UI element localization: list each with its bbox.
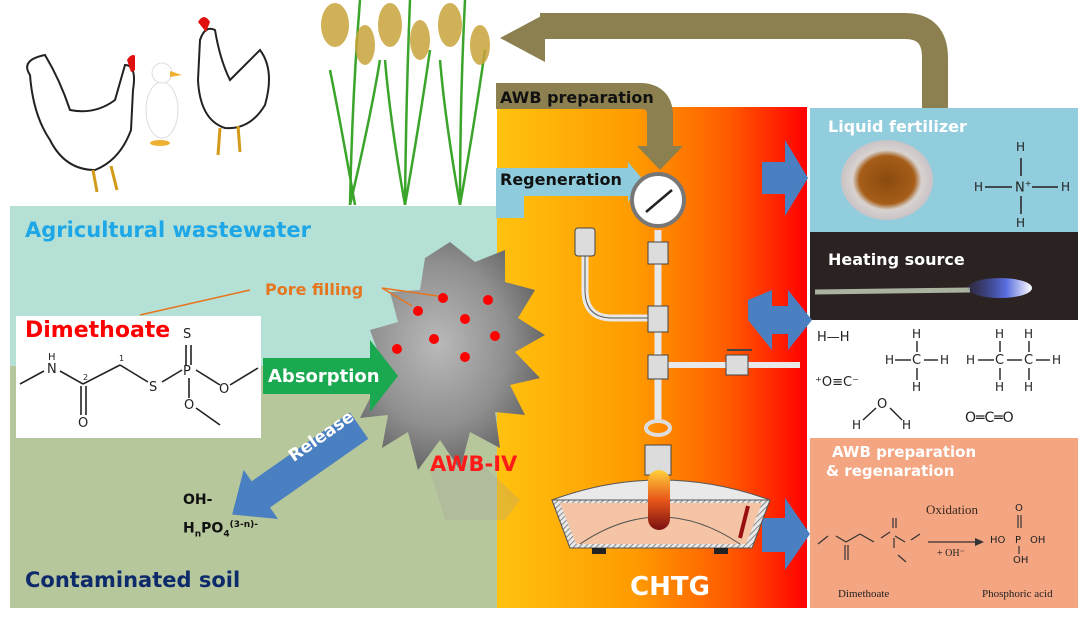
liquid-fertilizer-title: Liquid fertilizer — [828, 117, 967, 136]
atom-s-double: S — [183, 327, 192, 342]
pore-leader-line — [139, 289, 251, 316]
dimethoate-skeleton — [19, 345, 259, 426]
regeneration-panel — [810, 438, 1078, 608]
atom-n: N — [47, 362, 57, 377]
gas-products-panel — [810, 320, 1078, 438]
awb-preparation-label: AWB preparation — [500, 88, 654, 107]
oxidation-arrowhead — [975, 538, 984, 546]
atom-o-carbonyl: O — [78, 416, 89, 431]
regeneration-arrow — [496, 162, 645, 218]
phosphoric-oh: OH — [1030, 535, 1046, 546]
duck-image — [140, 55, 185, 150]
phosphoric-p: P — [1015, 535, 1022, 546]
ethane-h: H — [966, 353, 976, 367]
regen-title-line2: & regenaration — [826, 462, 955, 480]
wastewater-label: Agricultural wastewater — [25, 218, 312, 242]
ethane-c: C — [1024, 353, 1034, 368]
release-arrow — [232, 412, 369, 519]
soil-label: Contaminated soil — [25, 568, 241, 592]
reactor-apparatus — [551, 172, 800, 554]
atom-p: P — [183, 364, 191, 379]
fertilizer-cup-image — [841, 140, 933, 220]
ethane-h: H — [995, 327, 1005, 341]
product-name: Phosphoric acid — [982, 588, 1053, 600]
dimethoate-title: Dimethoate — [25, 318, 171, 343]
to-regeneration-arrow — [762, 498, 810, 570]
atom-locant-1: 1 — [119, 354, 125, 363]
pore-filling-label: Pore filling — [265, 280, 364, 299]
hydroxide-reagent: + OH⁻ — [937, 548, 965, 559]
water-h: H — [852, 418, 862, 432]
water-h: H — [902, 418, 912, 432]
adsorbate-dots — [392, 293, 500, 362]
methane-h: H — [940, 353, 950, 367]
hen-image — [190, 10, 275, 160]
methane-h: H — [885, 353, 895, 367]
hydrogen-molecule: H—H — [817, 330, 850, 345]
regen-reaction-skeleton — [817, 515, 1022, 563]
ethane-h: H — [995, 380, 1005, 394]
ethane-h: H — [1052, 353, 1062, 367]
pore-arrows — [381, 287, 439, 307]
heating-exchange-arrow — [748, 290, 812, 350]
atom-nh: H — [48, 352, 56, 363]
ammonium-h-right: H — [1061, 180, 1071, 194]
phosphoric-oh: OH — [1013, 555, 1029, 566]
atom-o1: O — [219, 382, 230, 397]
water-o: O — [877, 397, 888, 412]
oxidation-label: Oxidation — [926, 502, 978, 517]
atom-s-thio: S — [149, 380, 158, 395]
ammonium-h-top: H — [1016, 140, 1026, 154]
methane-c: C — [912, 353, 922, 368]
heating-panel — [810, 232, 1078, 320]
ammonium-bonds — [985, 158, 1058, 214]
regen-title-line1: AWB preparation — [832, 443, 977, 461]
regeneration-label: Regeneration — [500, 170, 622, 189]
ammonium-n: N+ — [1015, 179, 1032, 196]
awb-iv-sem-image — [350, 242, 545, 520]
atom-locant-2: 2 — [83, 373, 89, 382]
to-fertilizer-arrow — [762, 140, 808, 216]
awb-iv-label: AWB-IV — [430, 452, 518, 476]
gas-bonds — [862, 341, 1050, 421]
atom-o2: O — [184, 398, 195, 413]
heating-wire-image — [814, 278, 1032, 298]
awb-preparation-arrow — [496, 83, 683, 170]
phosphate-ion: HnPO4(3-n)- — [183, 520, 258, 540]
heating-source-title: Heating source — [828, 250, 965, 269]
rice-plants-image — [310, 0, 495, 206]
chtg-label: CHTG — [630, 572, 710, 602]
rooster-image — [15, 20, 139, 195]
absorption-arrow — [263, 340, 398, 412]
phosphoric-o: O — [1015, 503, 1023, 514]
feedback-arrow — [500, 12, 948, 108]
carbon-dioxide-molecule: O═C═O — [965, 410, 1014, 426]
methane-h: H — [912, 380, 922, 394]
hydroxide-ion: OH- — [183, 492, 213, 508]
ammonium-h-left: H — [974, 180, 984, 194]
reactant-name: Dimethoate — [838, 588, 890, 600]
ammonium-h-bottom: H — [1016, 216, 1026, 230]
carbon-monoxide-molecule: ⁺O≡C⁻ — [815, 375, 859, 390]
phosphoric-ho: HO — [990, 535, 1006, 546]
ethane-h: H — [1024, 380, 1034, 394]
absorption-label: Absorption — [268, 366, 380, 387]
methane-h: H — [912, 327, 922, 341]
ethane-c: C — [995, 353, 1005, 368]
ethane-h: H — [1024, 327, 1034, 341]
